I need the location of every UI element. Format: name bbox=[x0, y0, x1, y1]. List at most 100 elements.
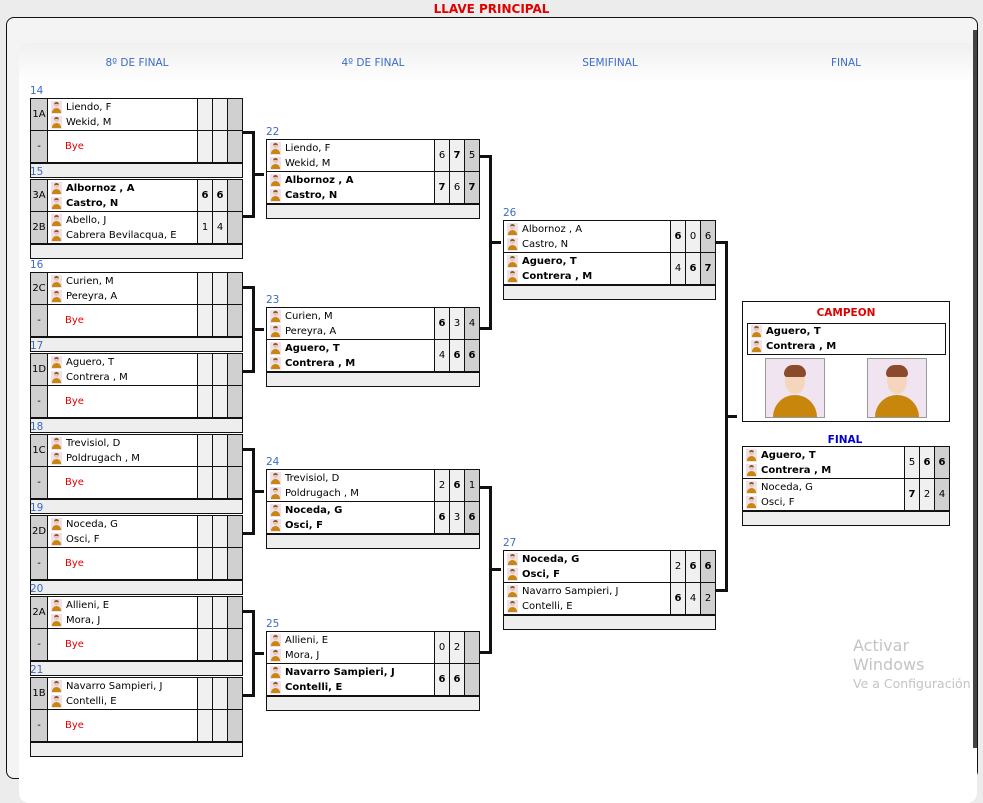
player-name[interactable]: Albornoz , A bbox=[270, 173, 434, 188]
player-name[interactable]: Poldrugach , M bbox=[270, 486, 434, 501]
champion-player[interactable]: Aguero, T bbox=[751, 324, 945, 339]
match-number: 21 bbox=[30, 664, 44, 676]
player-icon bbox=[51, 289, 62, 303]
player-name[interactable]: Noceda, G bbox=[746, 480, 904, 495]
player-name[interactable]: Wekid, M bbox=[270, 156, 434, 171]
player-name[interactable]: Curien, M bbox=[51, 274, 197, 289]
team-row[interactable]: -Bye bbox=[31, 131, 242, 163]
player-name[interactable]: Noceda, G bbox=[507, 552, 670, 567]
set-score: 7 bbox=[434, 172, 449, 203]
player-name[interactable]: Cabrera Bevilacqua, E bbox=[51, 228, 197, 243]
bye-label: Bye bbox=[65, 315, 84, 326]
player-name[interactable]: Pereyra, A bbox=[51, 289, 197, 304]
player-name[interactable]: Pereyra, A bbox=[270, 324, 434, 339]
player-name[interactable]: Aguero, T bbox=[507, 254, 670, 269]
player-name[interactable]: Contelli, E bbox=[270, 680, 434, 695]
player-name[interactable]: Liendo, F bbox=[270, 141, 434, 156]
team-row[interactable]: -Bye bbox=[31, 629, 242, 661]
team-row[interactable]: -Bye bbox=[31, 467, 242, 499]
player-icon bbox=[51, 517, 62, 531]
player-name[interactable]: Navarro Sampieri, J bbox=[51, 679, 197, 694]
player-name[interactable]: Mora, J bbox=[270, 648, 434, 663]
player-name[interactable]: Aguero, T bbox=[746, 448, 904, 463]
player-name[interactable]: Contrera , M bbox=[746, 463, 904, 478]
bracket-connector-stub bbox=[491, 568, 501, 571]
champion-player[interactable]: Contrera , M bbox=[751, 339, 945, 354]
team-row[interactable]: -Bye bbox=[31, 710, 242, 742]
player-name[interactable]: Noceda, G bbox=[51, 517, 197, 532]
team-row[interactable]: -Bye bbox=[31, 305, 242, 337]
team-row[interactable]: -Bye bbox=[31, 548, 242, 580]
player-name[interactable]: Poldrugach , M bbox=[51, 451, 197, 466]
player-name[interactable]: Contrera , M bbox=[51, 370, 197, 385]
set-score: 6 bbox=[464, 340, 479, 371]
player-name[interactable]: Osci, F bbox=[746, 495, 904, 510]
team-row[interactable]: -Bye bbox=[31, 386, 242, 418]
scrollbar[interactable] bbox=[973, 30, 977, 748]
player-name[interactable]: Castro, N bbox=[270, 188, 434, 203]
player-name[interactable]: Navarro Sampieri, J bbox=[507, 584, 670, 599]
player-name[interactable]: Mora, J bbox=[51, 613, 197, 628]
player-name[interactable]: Trevisiol, D bbox=[270, 471, 434, 486]
player-name[interactable]: Noceda, G bbox=[270, 503, 434, 518]
set-score: 2 bbox=[434, 470, 449, 501]
player-name[interactable]: Castro, N bbox=[51, 196, 197, 211]
player-name[interactable]: Allieni, E bbox=[51, 598, 197, 613]
player-name[interactable]: Aguero, T bbox=[270, 341, 434, 356]
set-score: 0 bbox=[685, 221, 700, 252]
player-name[interactable]: Trevisiol, D bbox=[51, 436, 197, 451]
player-name[interactable]: Aguero, T bbox=[51, 355, 197, 370]
player-name[interactable]: Albornoz , A bbox=[51, 181, 197, 196]
player-name[interactable]: Osci, F bbox=[507, 567, 670, 582]
player-name[interactable]: Contrera , M bbox=[507, 269, 670, 284]
player-name[interactable]: Contrera , M bbox=[270, 356, 434, 371]
player-name[interactable]: Osci, F bbox=[51, 532, 197, 547]
player-name[interactable]: Abello, J bbox=[51, 213, 197, 228]
player-name[interactable]: Osci, F bbox=[270, 518, 434, 533]
set-score: 4 bbox=[934, 479, 949, 510]
player-name[interactable]: Albornoz , A bbox=[507, 222, 670, 237]
set-score: 7 bbox=[464, 172, 479, 203]
player-icon bbox=[507, 237, 518, 251]
player-name[interactable]: Contelli, E bbox=[51, 694, 197, 709]
player-icon bbox=[51, 228, 62, 242]
player-name[interactable]: Allieni, E bbox=[270, 633, 434, 648]
player-name[interactable]: Wekid, M bbox=[51, 115, 197, 130]
player-name[interactable]: Castro, N bbox=[507, 237, 670, 252]
set-score bbox=[227, 212, 242, 243]
player-name[interactable]: Liendo, F bbox=[51, 100, 197, 115]
player-name[interactable]: Contelli, E bbox=[507, 599, 670, 614]
player-name-text: Contelli, E bbox=[66, 695, 117, 707]
bracket-connector-stub bbox=[254, 172, 264, 176]
player-name[interactable]: Curien, M bbox=[270, 309, 434, 324]
player-name[interactable]: Navarro Sampieri, J bbox=[270, 665, 434, 680]
